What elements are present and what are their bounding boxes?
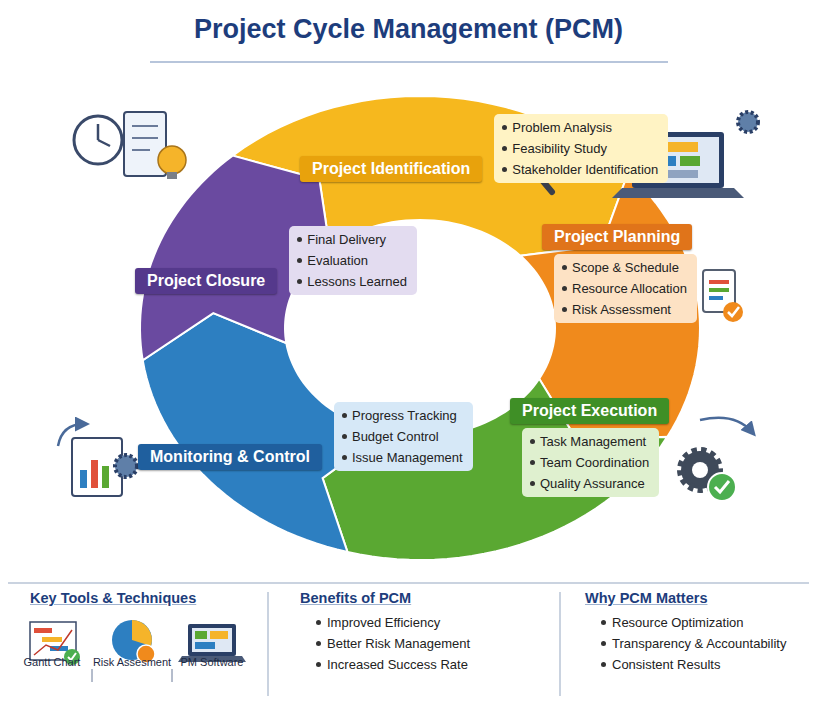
bullet-item: Increased Success Rate [314, 654, 470, 675]
panel-heading: Why PCM Matters [585, 590, 786, 606]
title-rule [150, 61, 668, 63]
clock-icon [74, 112, 186, 179]
bullet-item: Evaluation [295, 250, 407, 271]
report-icon [58, 424, 137, 496]
phase-arrow: Project PlanningScope & ScheduleResource… [542, 224, 817, 323]
bullet-item: Issue Management [340, 447, 463, 468]
clipboard-icon [703, 270, 743, 322]
tool-label: Risk Assesment [92, 656, 172, 668]
gear-check-icon [681, 418, 752, 501]
bullet-item: Scope & Schedule [560, 257, 687, 278]
bullet-item: Risk Assessment [560, 299, 687, 320]
bullet-item: Better Risk Management [314, 633, 470, 654]
separator [172, 669, 173, 682]
panel-heading: Benefits of PCM [300, 590, 470, 606]
bullet-item: Resource Optimization [599, 612, 786, 633]
bullet-item: Task Management [528, 431, 649, 452]
tool-label: PM Software [172, 656, 252, 668]
bullet-item: Quality Assurance [528, 473, 649, 494]
phase-arrow: Project Identification Problem AnalysisFe… [300, 110, 668, 183]
bullet-item: Team Coordination [528, 452, 649, 473]
phase-heading: Project Identification [300, 156, 482, 182]
phase-arrow: Project Closure Final DeliveryEvaluationL… [135, 222, 417, 295]
phase-heading: Monitoring & Control [138, 444, 322, 470]
bullet-box: Scope & ScheduleResource AllocationRisk … [554, 254, 697, 323]
separator [92, 669, 93, 682]
bullet-item: Stakeholder Identification [500, 159, 658, 180]
bullet-item: Improved Efficiency [314, 612, 470, 633]
bullet-item: Progress Tracking [340, 405, 463, 426]
panel-heading: Key Tools & Techniques [12, 590, 252, 606]
bullet-item: Feasibility Study [500, 138, 658, 159]
bullet-item: Consistent Results [599, 654, 786, 675]
cycle-ring [140, 96, 700, 560]
diagram-title: Project Cycle Management (PCM) [0, 14, 817, 45]
bullet-box: Task ManagementTeam CoordinationQuality … [522, 428, 659, 497]
phase-arrow: Project ExecutionTask ManagementTeam Coo… [510, 398, 817, 497]
panel-rule [8, 582, 809, 584]
tool-row: Gantt ChartRisk AssesmentPM Software [12, 656, 252, 668]
bullet-item: Budget Control [340, 426, 463, 447]
bullet-item: Problem Analysis [500, 117, 658, 138]
phase-heading: Project Planning [542, 224, 692, 250]
phase-heading: Project Closure [135, 268, 277, 294]
panel-divider [267, 592, 269, 696]
tool-label: Gantt Chart [12, 656, 92, 668]
bullet-box: Problem AnalysisFeasibility StudyStakeho… [494, 114, 668, 183]
bullet-box: Progress TrackingBudget ControlIssue Man… [334, 402, 473, 471]
bullet-item: Resource Allocation [560, 278, 687, 299]
panel-divider [559, 592, 561, 696]
info-panel: Benefits of PCM Improved EfficiencyBetter… [300, 590, 470, 675]
phase-heading: Project Execution [510, 398, 669, 424]
bullet-item: Lessons Learned [295, 271, 407, 292]
info-panel: Key Tools & TechniquesGantt ChartRisk As… [12, 590, 252, 668]
bullet-item: Final Delivery [295, 229, 407, 250]
phase-arrow: Monitoring & Control Progress TrackingBud… [138, 398, 473, 471]
info-panel: Why PCM MattersResource OptimizationTran… [585, 590, 786, 675]
bullet-item: Transparency & Accountability [599, 633, 786, 654]
bullet-box: Final DeliveryEvaluationLessons Learned [289, 226, 417, 295]
